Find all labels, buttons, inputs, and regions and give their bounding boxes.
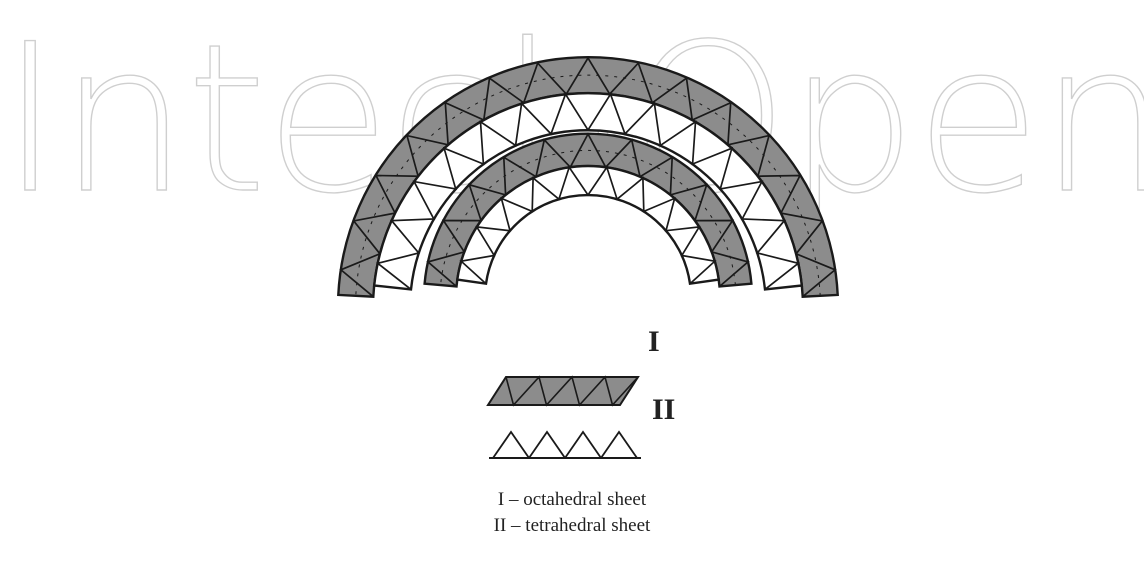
legend-tetrahedral-strip <box>489 432 641 458</box>
legend-octahedral-strip <box>488 377 638 405</box>
legend-tetrahedral-triangle <box>601 432 637 458</box>
legend-tetrahedral-triangle <box>565 432 601 458</box>
legend-tetrahedral-triangle <box>493 432 529 458</box>
caption-tetrahedral: II – tetrahedral sheet <box>0 516 1144 535</box>
legend-tetrahedral-triangle <box>529 432 565 458</box>
label-sheet-two: II <box>652 395 675 425</box>
caption-octahedral: I – octahedral sheet <box>0 490 1144 509</box>
label-sheet-one: I <box>648 327 660 357</box>
